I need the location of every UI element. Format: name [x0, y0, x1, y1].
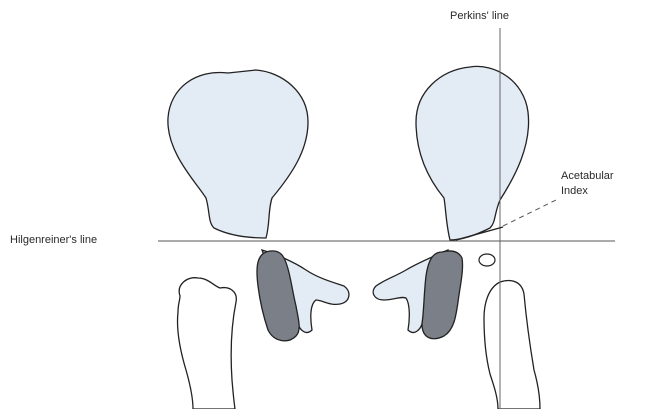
acetabular-label: Acetabular: [561, 170, 614, 183]
right-femoral-head-nucleus: [479, 254, 495, 266]
perkins-line-label: Perkins' line: [450, 10, 509, 23]
left-ilium: [168, 70, 308, 238]
right-femur: [484, 281, 540, 409]
hilgenreiner-line-label: Hilgenreiner's line: [10, 234, 97, 247]
right-ilium: [416, 66, 529, 240]
index-label: Index: [561, 185, 588, 198]
left-femur: [177, 278, 236, 409]
acetabular-index-pointer: [503, 200, 556, 226]
